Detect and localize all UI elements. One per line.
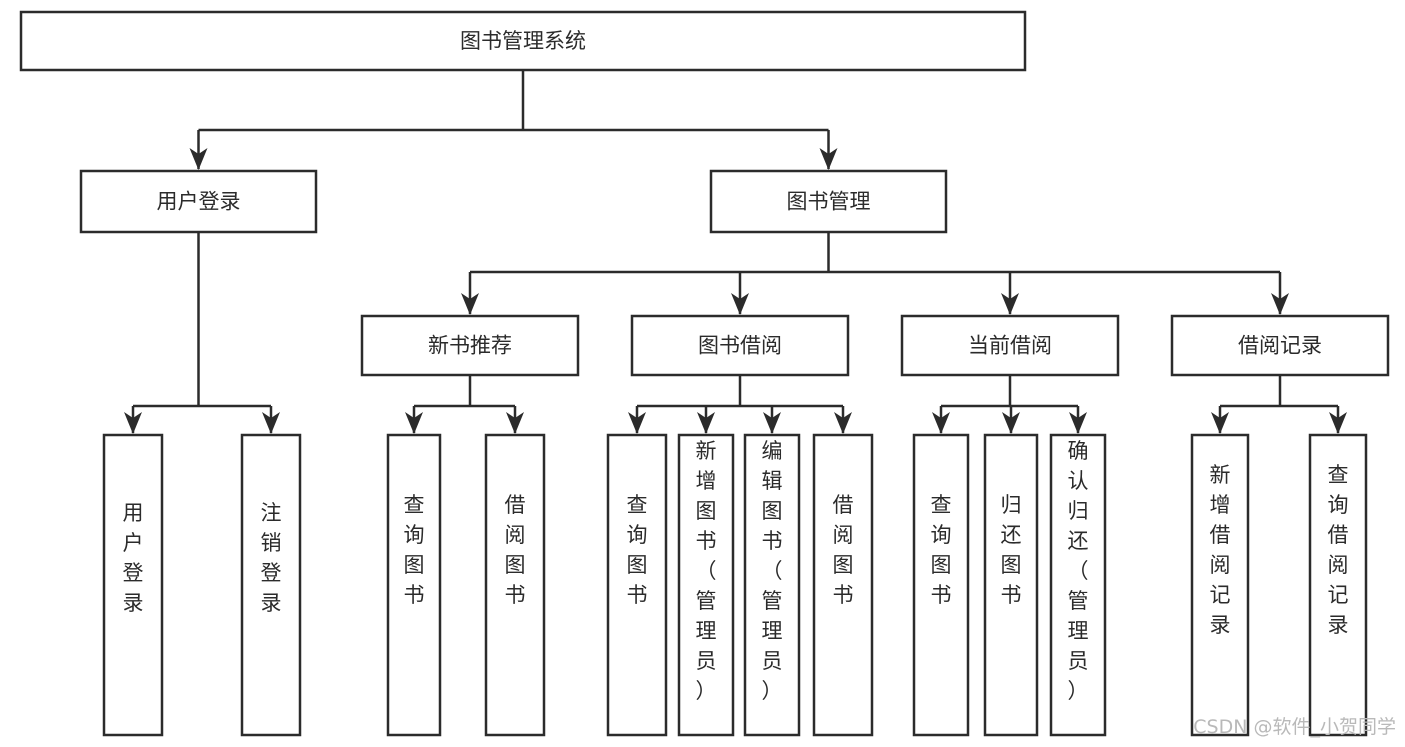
arrow-head-icon bbox=[506, 412, 524, 434]
node-label-leaf-add-book-admin: 新增图书（管理员） bbox=[696, 439, 717, 703]
node-new-book-recommend[interactable]: 新书推荐 bbox=[360, 314, 580, 377]
node-box-leaf-query-borrow-record bbox=[1308, 433, 1368, 737]
node-label-leaf-return-book: 归还图书 bbox=[1001, 493, 1022, 607]
arrow-head-icon bbox=[262, 412, 280, 434]
arrow-head-icon bbox=[628, 412, 646, 434]
node-box-leaf-query-book-3 bbox=[912, 433, 970, 737]
arrow-head-icon bbox=[1211, 412, 1229, 434]
node-box-leaf-logout bbox=[240, 433, 302, 737]
arrow-head-icon bbox=[819, 148, 838, 170]
node-leaf-edit-book-admin[interactable]: 编辑图书（管理员） bbox=[743, 433, 801, 737]
node-label-user-login: 用户登录 bbox=[157, 190, 241, 214]
node-leaf-query-book-3[interactable]: 查询图书 bbox=[912, 433, 970, 737]
node-leaf-confirm-return-admin[interactable]: 确认归还（管理员） bbox=[1049, 433, 1107, 737]
node-box-user-login bbox=[79, 169, 318, 234]
node-box-leaf-add-borrow-record bbox=[1190, 433, 1250, 737]
node-label-current-borrow: 当前借阅 bbox=[968, 334, 1052, 358]
arrow-head-icon bbox=[1001, 293, 1019, 315]
arrow-head-icon bbox=[731, 293, 749, 315]
arrow-head-icon bbox=[461, 293, 479, 315]
node-box-new-book-recommend bbox=[360, 314, 580, 377]
node-label-leaf-query-book-3: 查询图书 bbox=[931, 493, 952, 607]
node-label-book-management: 图书管理 bbox=[787, 190, 871, 214]
node-leaf-query-book-1[interactable]: 查询图书 bbox=[386, 433, 442, 737]
arrow-head-icon bbox=[1069, 412, 1087, 434]
node-box-book-management bbox=[709, 169, 948, 234]
node-box-leaf-edit-book-admin bbox=[743, 433, 801, 737]
arrow-head-icon bbox=[763, 412, 781, 434]
node-leaf-borrow-book-1[interactable]: 借阅图书 bbox=[484, 433, 546, 737]
node-box-leaf-user-login bbox=[102, 433, 164, 737]
arrow-head-icon bbox=[1002, 412, 1020, 434]
node-label-leaf-logout: 注销登录 bbox=[261, 501, 282, 615]
node-box-leaf-return-book bbox=[983, 433, 1039, 737]
arrow-head-icon bbox=[405, 412, 423, 434]
node-leaf-add-book-admin[interactable]: 新增图书（管理员） bbox=[677, 433, 735, 737]
node-box-leaf-confirm-return-admin bbox=[1049, 433, 1107, 737]
node-leaf-borrow-book-2[interactable]: 借阅图书 bbox=[812, 433, 874, 737]
node-label-leaf-add-borrow-record: 新增借阅记录 bbox=[1210, 463, 1231, 637]
arrow-head-icon bbox=[1329, 412, 1347, 434]
node-box-leaf-borrow-book-1 bbox=[484, 433, 546, 737]
arrow-head-icon bbox=[834, 412, 852, 434]
node-label-leaf-borrow-book-2: 借阅图书 bbox=[833, 493, 854, 607]
arrow-head-icon bbox=[697, 412, 715, 434]
node-label-leaf-confirm-return-admin: 确认归还（管理员） bbox=[1068, 439, 1089, 703]
arrow-head-icon bbox=[124, 412, 142, 434]
node-user-login[interactable]: 用户登录 bbox=[79, 169, 318, 234]
node-borrow-record[interactable]: 借阅记录 bbox=[1170, 314, 1390, 377]
node-label-book-borrow: 图书借阅 bbox=[698, 334, 782, 358]
arrow-head-icon bbox=[189, 148, 208, 170]
node-leaf-user-login[interactable]: 用户登录 bbox=[102, 433, 164, 737]
node-label-leaf-query-borrow-record: 查询借阅记录 bbox=[1328, 463, 1349, 637]
arrow-head-icon bbox=[932, 412, 950, 434]
node-box-leaf-query-book-2 bbox=[606, 433, 668, 737]
node-label-leaf-query-book-1: 查询图书 bbox=[404, 493, 425, 607]
node-book-management[interactable]: 图书管理 bbox=[709, 169, 948, 234]
node-leaf-query-borrow-record[interactable]: 查询借阅记录 bbox=[1308, 433, 1368, 737]
node-box-book-borrow bbox=[630, 314, 850, 377]
csdn-watermark: CSDN @软件_小贺同学 bbox=[1193, 716, 1396, 738]
node-label-borrow-record: 借阅记录 bbox=[1238, 334, 1322, 358]
node-book-borrow[interactable]: 图书借阅 bbox=[630, 314, 850, 377]
node-label-leaf-borrow-book-1: 借阅图书 bbox=[505, 493, 526, 607]
node-label-new-book-recommend: 新书推荐 bbox=[428, 334, 512, 358]
arrow-head-icon bbox=[1271, 293, 1289, 315]
node-leaf-logout[interactable]: 注销登录 bbox=[240, 433, 302, 737]
node-label-leaf-edit-book-admin: 编辑图书（管理员） bbox=[762, 439, 783, 703]
node-box-leaf-borrow-book-2 bbox=[812, 433, 874, 737]
node-box-leaf-query-book-1 bbox=[386, 433, 442, 737]
node-label-leaf-query-book-2: 查询图书 bbox=[627, 493, 648, 607]
node-label-root: 图书管理系统 bbox=[460, 29, 586, 53]
node-root[interactable]: 图书管理系统 bbox=[19, 10, 1027, 72]
connector-layer bbox=[124, 70, 1347, 434]
node-box-current-borrow bbox=[900, 314, 1120, 377]
node-leaf-return-book[interactable]: 归还图书 bbox=[983, 433, 1039, 737]
node-box-leaf-add-book-admin bbox=[677, 433, 735, 737]
node-leaf-add-borrow-record[interactable]: 新增借阅记录 bbox=[1190, 433, 1250, 737]
node-box-root bbox=[19, 10, 1027, 72]
node-leaf-query-book-2[interactable]: 查询图书 bbox=[606, 433, 668, 737]
node-layer: 图书管理系统用户登录图书管理新书推荐图书借阅当前借阅借阅记录用户登录注销登录查询… bbox=[19, 10, 1390, 737]
node-label-leaf-user-login: 用户登录 bbox=[123, 501, 144, 615]
node-current-borrow[interactable]: 当前借阅 bbox=[900, 314, 1120, 377]
node-box-borrow-record bbox=[1170, 314, 1390, 377]
